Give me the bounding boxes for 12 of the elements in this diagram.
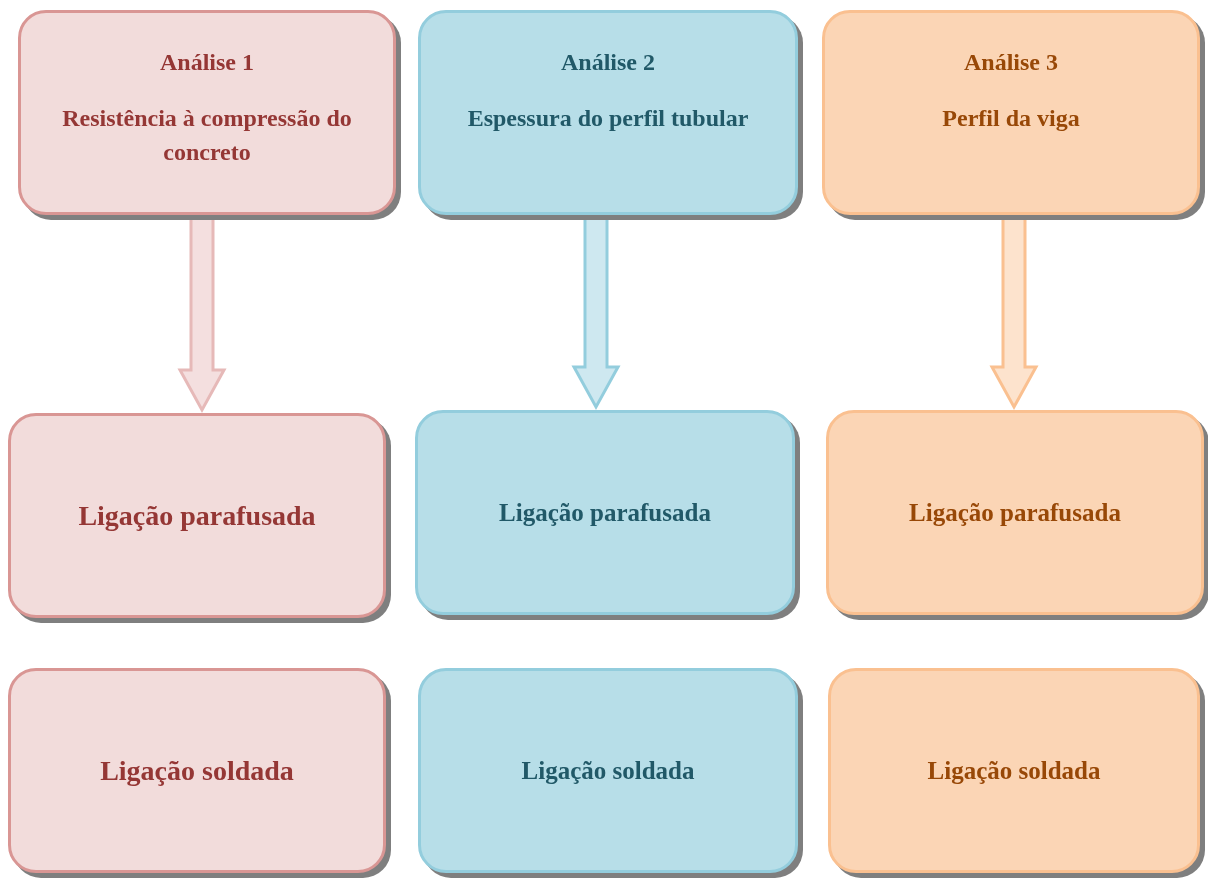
box-text: Ligação parafusada bbox=[499, 497, 711, 528]
box-text: Ligação parafusada bbox=[78, 498, 316, 533]
box-text: Ligação soldada bbox=[521, 755, 695, 786]
box-text: Espessura do perfil tubular bbox=[467, 104, 749, 133]
box-heading: Análise 2 bbox=[561, 48, 655, 77]
box-text: Ligação soldada bbox=[927, 755, 1101, 786]
box-text: Resistência à compressão do concreto bbox=[61, 104, 353, 167]
box-heading: Análise 3 bbox=[964, 48, 1058, 77]
box-text: Perfil da viga bbox=[942, 104, 1080, 133]
box-text: Ligação soldada bbox=[100, 753, 294, 788]
box-heading: Análise 1 bbox=[160, 48, 254, 77]
box-text: Ligação parafusada bbox=[909, 497, 1121, 528]
